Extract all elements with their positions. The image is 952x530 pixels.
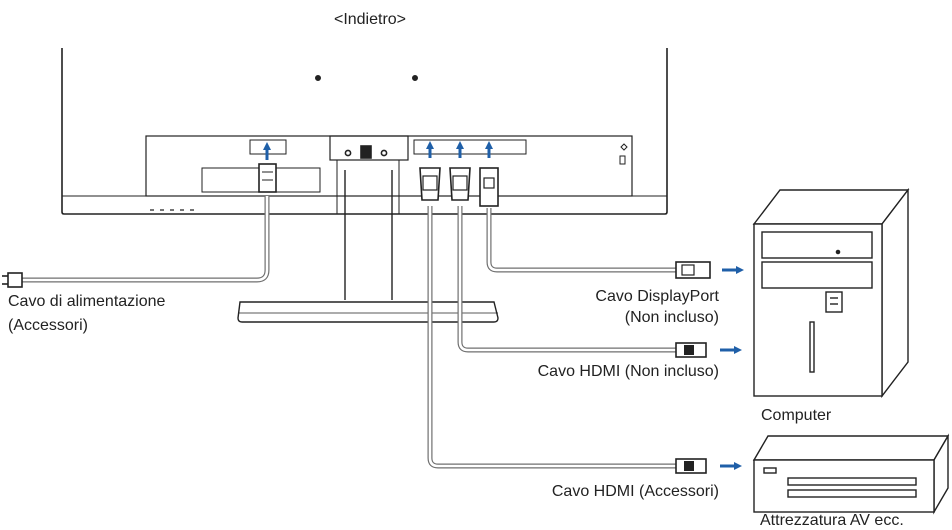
displayport-cable-sublabel: (Non incluso) [624,309,719,326]
hdmi-cable-computer [449,167,742,358]
power-cable-label: Cavo di alimentazione [8,293,166,310]
hdmi-cable-not-included-label: Cavo HDMI (Non incluso) [537,363,719,380]
back-link[interactable]: <Indietro> [333,11,407,28]
power-cable-sublabel: (Accessori) [8,317,89,334]
monitor-rear [61,48,668,215]
displayport-cable [479,167,744,279]
computer-label: Computer [761,407,832,424]
av-equipment [752,433,950,515]
port-arrows [263,141,493,160]
computer-tower [752,187,910,399]
monitor-stand [237,170,499,323]
hdmi-cable-accessories-label: Cavo HDMI (Accessori) [551,483,719,500]
power-cable [2,163,277,288]
displayport-cable-label: Cavo DisplayPort [595,288,719,305]
av-equipment-label: Attrezzatura AV ecc. [760,512,904,529]
hdmi-cable-av [419,167,742,474]
